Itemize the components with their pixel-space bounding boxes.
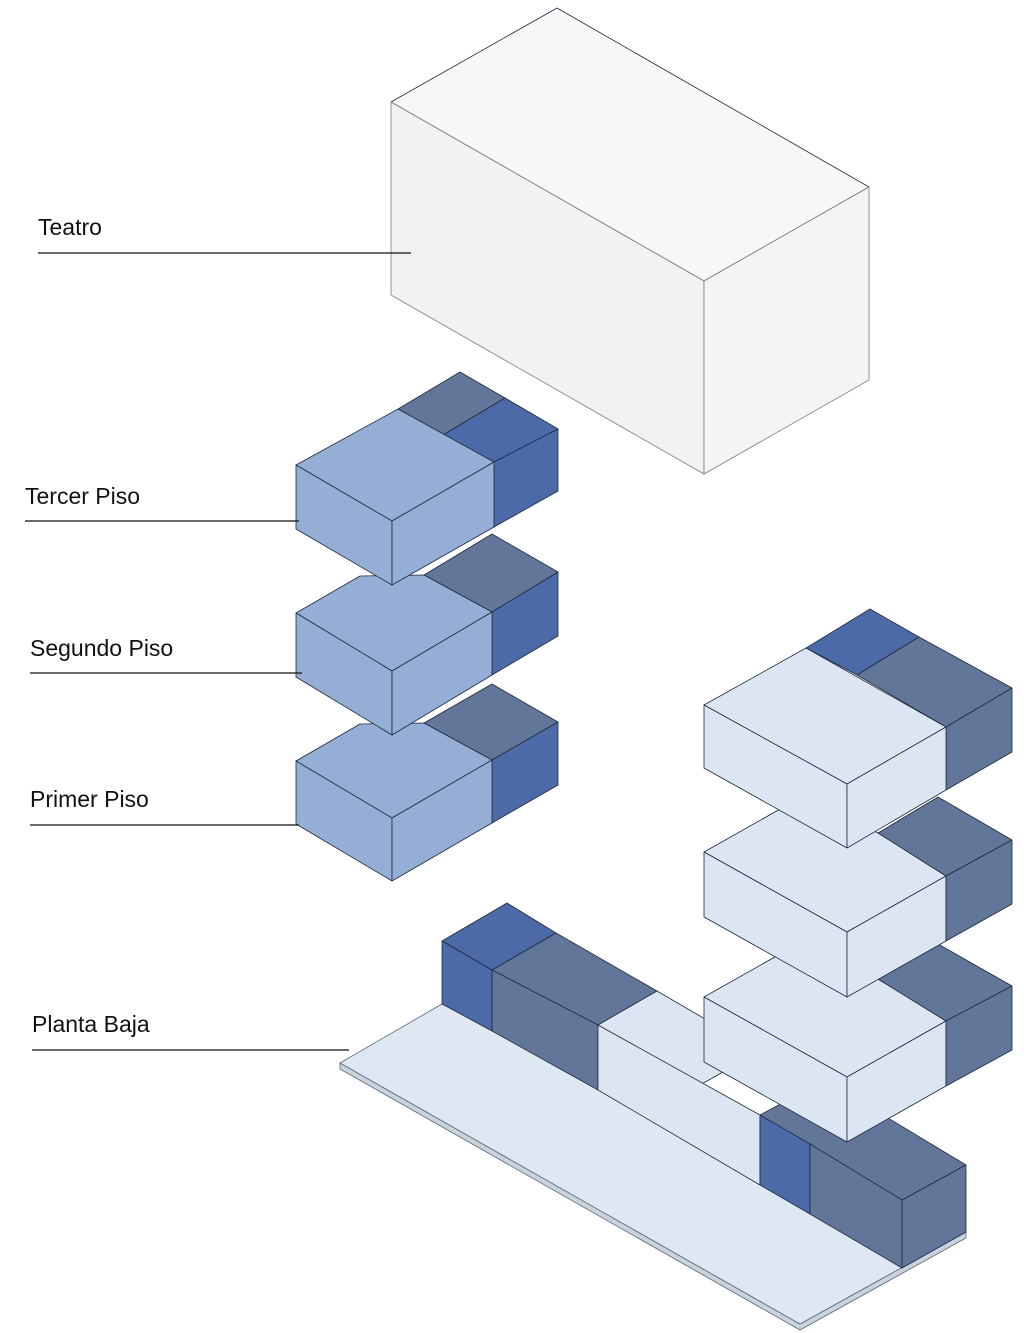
right-stack-block-upper xyxy=(703,608,1013,849)
segundo-piso-front-right xyxy=(391,611,493,736)
label-tercer-piso: Tercer Piso xyxy=(25,483,299,522)
label-segundo-piso: Segundo Piso xyxy=(30,635,302,674)
right-middle-side-slate xyxy=(945,839,1013,942)
teatro-right-face xyxy=(703,186,870,475)
label-primer-piso-text: Primer Piso xyxy=(30,786,149,812)
tercer-piso-volume xyxy=(295,371,559,586)
label-planta-baja: Planta Baja xyxy=(32,1011,349,1051)
label-teatro-text: Teatro xyxy=(38,214,102,240)
label-planta-baja-text: Planta Baja xyxy=(32,1011,150,1037)
label-tercer-piso-text: Tercer Piso xyxy=(25,483,140,509)
label-primer-piso: Primer Piso xyxy=(30,786,299,826)
tercer-piso-front-right xyxy=(391,461,495,586)
segundo-piso-volume xyxy=(295,533,559,736)
right-stack-block-lower xyxy=(703,939,1013,1143)
label-teatro: Teatro xyxy=(38,214,411,254)
right-lower-side-slate xyxy=(945,985,1013,1087)
primer-piso-volume xyxy=(295,683,559,882)
primer-piso-front-right xyxy=(391,759,493,882)
right-upper-side-pale xyxy=(846,726,947,849)
planta-baja-end-side-slate xyxy=(901,1164,967,1269)
teatro-volume xyxy=(390,7,870,475)
label-segundo-piso-text: Segundo Piso xyxy=(30,635,173,661)
